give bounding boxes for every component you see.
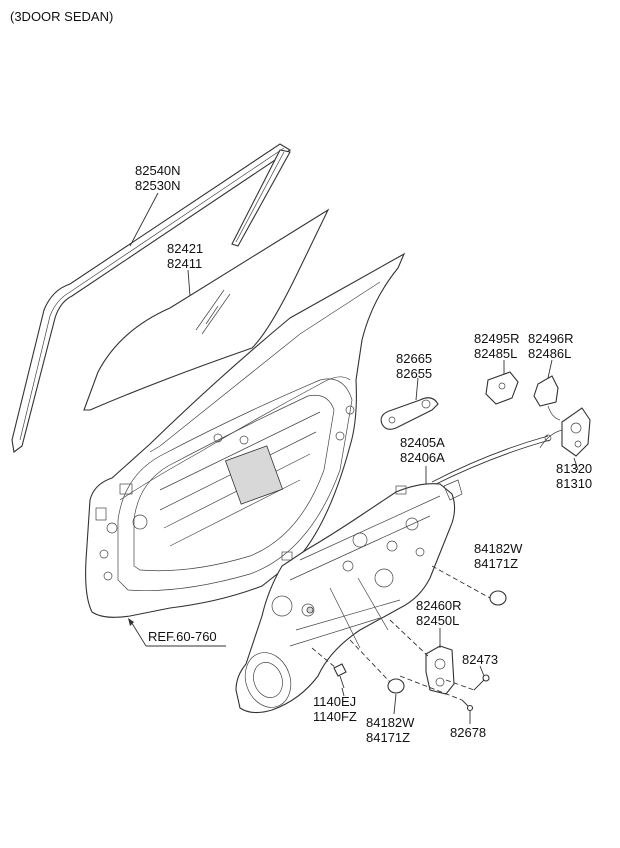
label-latch-bottom: 81310 — [556, 476, 592, 491]
label-bolt-1140-top: 1140EJ — [313, 694, 356, 709]
plug-lower[interactable] — [387, 678, 405, 694]
label-ref: REF.60-760 — [148, 629, 217, 644]
label-bracket-b-bottom: 82486L — [528, 346, 571, 361]
leader-handle — [415, 377, 419, 401]
label-handle-bottom: 82655 — [396, 366, 432, 381]
label-glass-run-top: 82540N — [135, 163, 181, 178]
label-plug-lower-top: 84182W — [366, 715, 415, 730]
label-motor-top: 82460R — [416, 598, 462, 613]
label-bracket-a-top: 82495R — [474, 331, 520, 346]
ref-arrow — [128, 618, 134, 626]
leader-bolt-82473 — [479, 665, 485, 677]
outside-handle[interactable] — [380, 397, 439, 430]
label-glass-run-bottom: 82530N — [135, 178, 181, 193]
leader-glass — [187, 269, 191, 297]
bolt-1140[interactable] — [333, 663, 347, 689]
dash-motor — [389, 619, 429, 657]
label-bolt-82473: 82473 — [462, 652, 498, 667]
leader-glass-run — [129, 192, 159, 247]
release-cable[interactable] — [431, 434, 552, 487]
screw-82678[interactable] — [461, 699, 474, 712]
leader-latch — [573, 457, 579, 471]
label-motor-bottom: 82450L — [416, 613, 459, 628]
handle-bracket-b[interactable] — [533, 375, 561, 421]
label-glass-bottom: 82411 — [167, 256, 202, 271]
bolt-82473[interactable] — [473, 674, 490, 691]
label-screw: 82678 — [450, 725, 486, 740]
dash-plug-upper — [431, 565, 491, 599]
leader-ref — [129, 619, 147, 647]
dash-screw — [399, 675, 463, 701]
leader-bracket-b — [547, 359, 553, 379]
plug-upper[interactable] — [489, 590, 507, 606]
label-plug-upper-top: 84182W — [474, 541, 523, 556]
label-plug-lower-bottom: 84171Z — [366, 730, 410, 745]
handle-bracket-a[interactable] — [485, 371, 519, 405]
leader-plug-lower — [393, 693, 397, 715]
label-plug-upper-bottom: 84171Z — [474, 556, 518, 571]
glass-run-channel[interactable] — [11, 143, 292, 453]
door-latch[interactable] — [539, 407, 591, 457]
label-glass-top: 82421 — [167, 241, 203, 256]
door-module-panel[interactable] — [235, 479, 463, 714]
leader-bolt-1140 — [341, 687, 345, 697]
door-shell[interactable] — [85, 252, 406, 618]
label-cable-bottom: 82406A — [400, 450, 445, 465]
label-cable-top: 82405A — [400, 435, 445, 450]
diagram-title: (3DOOR SEDAN) — [10, 9, 113, 24]
door-glass[interactable] — [83, 208, 330, 411]
label-bolt-1140-bottom: 1140FZ — [313, 709, 357, 724]
dash-plug-lower — [349, 639, 391, 683]
window-motor[interactable] — [425, 645, 455, 695]
dash-bolt-82473 — [445, 679, 475, 691]
label-bracket-b-top: 82496R — [528, 331, 574, 346]
label-latch-top: 81320 — [556, 461, 592, 476]
label-bracket-a-bottom: 82485L — [474, 346, 517, 361]
dash-bolt-1140 — [311, 647, 337, 669]
label-handle-top: 82665 — [396, 351, 432, 366]
